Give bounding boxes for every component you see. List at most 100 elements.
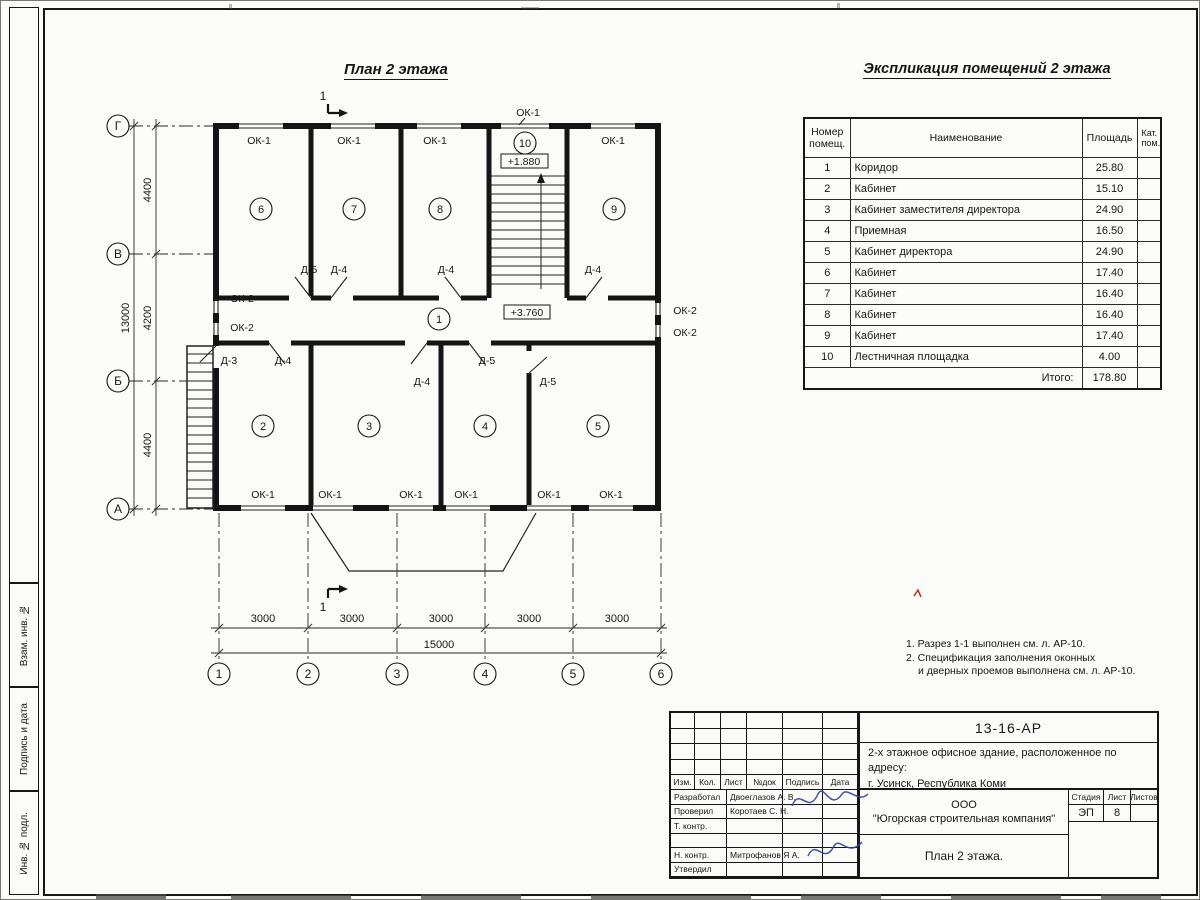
- project-description-line2: г. Усинск, Республика Коми: [868, 777, 1007, 790]
- stamp-vzam-inv: Взам. инв. №: [9, 583, 39, 687]
- interior-walls: [213, 129, 658, 505]
- elevation-box-floor: [503, 304, 551, 320]
- door-tag: Д-4: [585, 264, 602, 276]
- sheet-title: План 2 этажа.: [858, 835, 1068, 877]
- dim-left-3: 4400: [142, 433, 154, 457]
- window-tag: ОК-2: [673, 305, 697, 317]
- window-tag: ОК-1: [337, 135, 361, 147]
- room-num: 7: [803, 283, 851, 305]
- axis-bubbles: Г В Б А 1 2 3 4 5 6: [106, 114, 673, 686]
- dim-bottom-1: 3000: [251, 613, 275, 625]
- organization-line2: "Югорская строительная компания": [872, 813, 1056, 825]
- signature-cell: [783, 819, 823, 834]
- axis-col-label: 6: [658, 667, 665, 681]
- col-list: Лист: [721, 775, 747, 790]
- revision-grid: [671, 713, 858, 775]
- room-name: Приемная: [849, 220, 1083, 242]
- organization: ООО "Югорская строительная компания": [858, 790, 1068, 835]
- signature-cell: [783, 833, 823, 848]
- room-name: Кабинет: [849, 283, 1083, 305]
- col-header-category: Кат. пом.: [1136, 117, 1162, 158]
- dimension-labels: 4400 4200 4400 13000 3000 3000 3000 3000…: [120, 178, 629, 651]
- dimension-lines: [129, 119, 667, 658]
- door-tag: Д-3: [221, 355, 238, 367]
- role: Разработал: [671, 790, 727, 805]
- room-num: 2: [803, 178, 851, 200]
- door-tag: Д-4: [414, 376, 431, 388]
- stage-value: ЭП: [1069, 805, 1104, 822]
- room-name: Кабинет: [849, 325, 1083, 347]
- window-tag: ОК-1: [247, 135, 271, 147]
- window-tag: ОК-2: [673, 327, 697, 339]
- room-cat: [1136, 157, 1162, 179]
- person-name: [727, 819, 783, 834]
- room-cat: [1136, 220, 1162, 242]
- window-tag: ОК-1: [251, 489, 275, 501]
- room-num: 6: [803, 262, 851, 284]
- room-cat: [1136, 346, 1162, 368]
- room-num: 5: [803, 241, 851, 263]
- person-name: Коротаев С. Н.: [727, 804, 788, 819]
- entrance-porch: [310, 512, 537, 572]
- room-area: 16.50: [1081, 220, 1138, 242]
- room-num: 8: [803, 304, 851, 326]
- schedule-header-row: Номер помещ. Наименование Площадь Кат. п…: [803, 117, 1162, 158]
- room-cat: [1136, 199, 1162, 221]
- titleblock-empty-cell: [1068, 822, 1157, 877]
- project-description-line1: 2-х этажное офисное здание, расположенно…: [868, 747, 1117, 775]
- room-number: 8: [437, 204, 443, 216]
- stamp-podpis-data: Подпись и дата: [9, 687, 39, 791]
- room-cat: [1136, 262, 1162, 284]
- sheet-label: Лист: [1104, 790, 1131, 805]
- room-number: 4: [482, 421, 488, 433]
- col-header-number: Номер помещ.: [803, 117, 851, 158]
- stage-label: Стадия: [1069, 790, 1104, 805]
- sheets-label: Листов: [1130, 790, 1158, 805]
- axis-row-label: Г: [115, 119, 122, 133]
- axis-grid-lines: [129, 125, 662, 663]
- window-tag: ОК-2: [230, 293, 254, 305]
- role: Утвердил: [671, 862, 727, 877]
- window-tag: ОК-1: [399, 489, 423, 501]
- signature-razrabotal: [791, 790, 869, 807]
- room-name: Кабинет директора: [849, 241, 1083, 263]
- section-arrow: [339, 109, 348, 117]
- room-cat: [1136, 178, 1162, 200]
- window-tag: ОК-1: [423, 135, 447, 147]
- scan-artifacts: [96, 3, 1161, 899]
- elevation-marks: +1.880 +3.760: [500, 153, 551, 320]
- axis-row-label: А: [114, 502, 122, 516]
- axis-col-label: 4: [482, 667, 489, 681]
- door-tag: Д-4: [275, 355, 292, 367]
- room-area: 17.40: [1081, 325, 1138, 347]
- dim-left-1: 4400: [142, 178, 154, 202]
- schedule-table: Номер помещ. Наименование Площадь Кат. п…: [803, 117, 1162, 390]
- window-tag: ОК-1: [599, 489, 623, 501]
- room-cat: [1136, 241, 1162, 263]
- room-name: Лестничная площадка: [849, 346, 1083, 368]
- person-name: Митрофанов Я А.: [727, 848, 800, 863]
- note-line: 2. Спецификация заполнения оконных: [906, 651, 1096, 664]
- col-ndok: №док: [747, 775, 783, 790]
- role: Н. контр.: [671, 848, 727, 863]
- sheets-value: [1131, 805, 1158, 822]
- internal-staircase: [489, 173, 567, 289]
- col-podpis: Подпись: [783, 775, 823, 790]
- plan-title: План 2 этажа: [344, 61, 448, 80]
- note-line: и дверных проемов выполнена см. л. АР-10…: [918, 665, 1136, 678]
- room-number: 5: [595, 421, 601, 433]
- drawing-notes: 1. Разрез 1-1 выполнен см. л. АР-10. 2. …: [906, 638, 1135, 679]
- role: Проверил: [671, 804, 727, 819]
- schedule-total-row: Итого: 178.80: [803, 367, 1162, 390]
- red-check-mark: [913, 588, 922, 598]
- room-name: Коридор: [849, 157, 1083, 179]
- room-area: 16.40: [1081, 304, 1138, 326]
- door-tag: Д-5: [479, 355, 496, 367]
